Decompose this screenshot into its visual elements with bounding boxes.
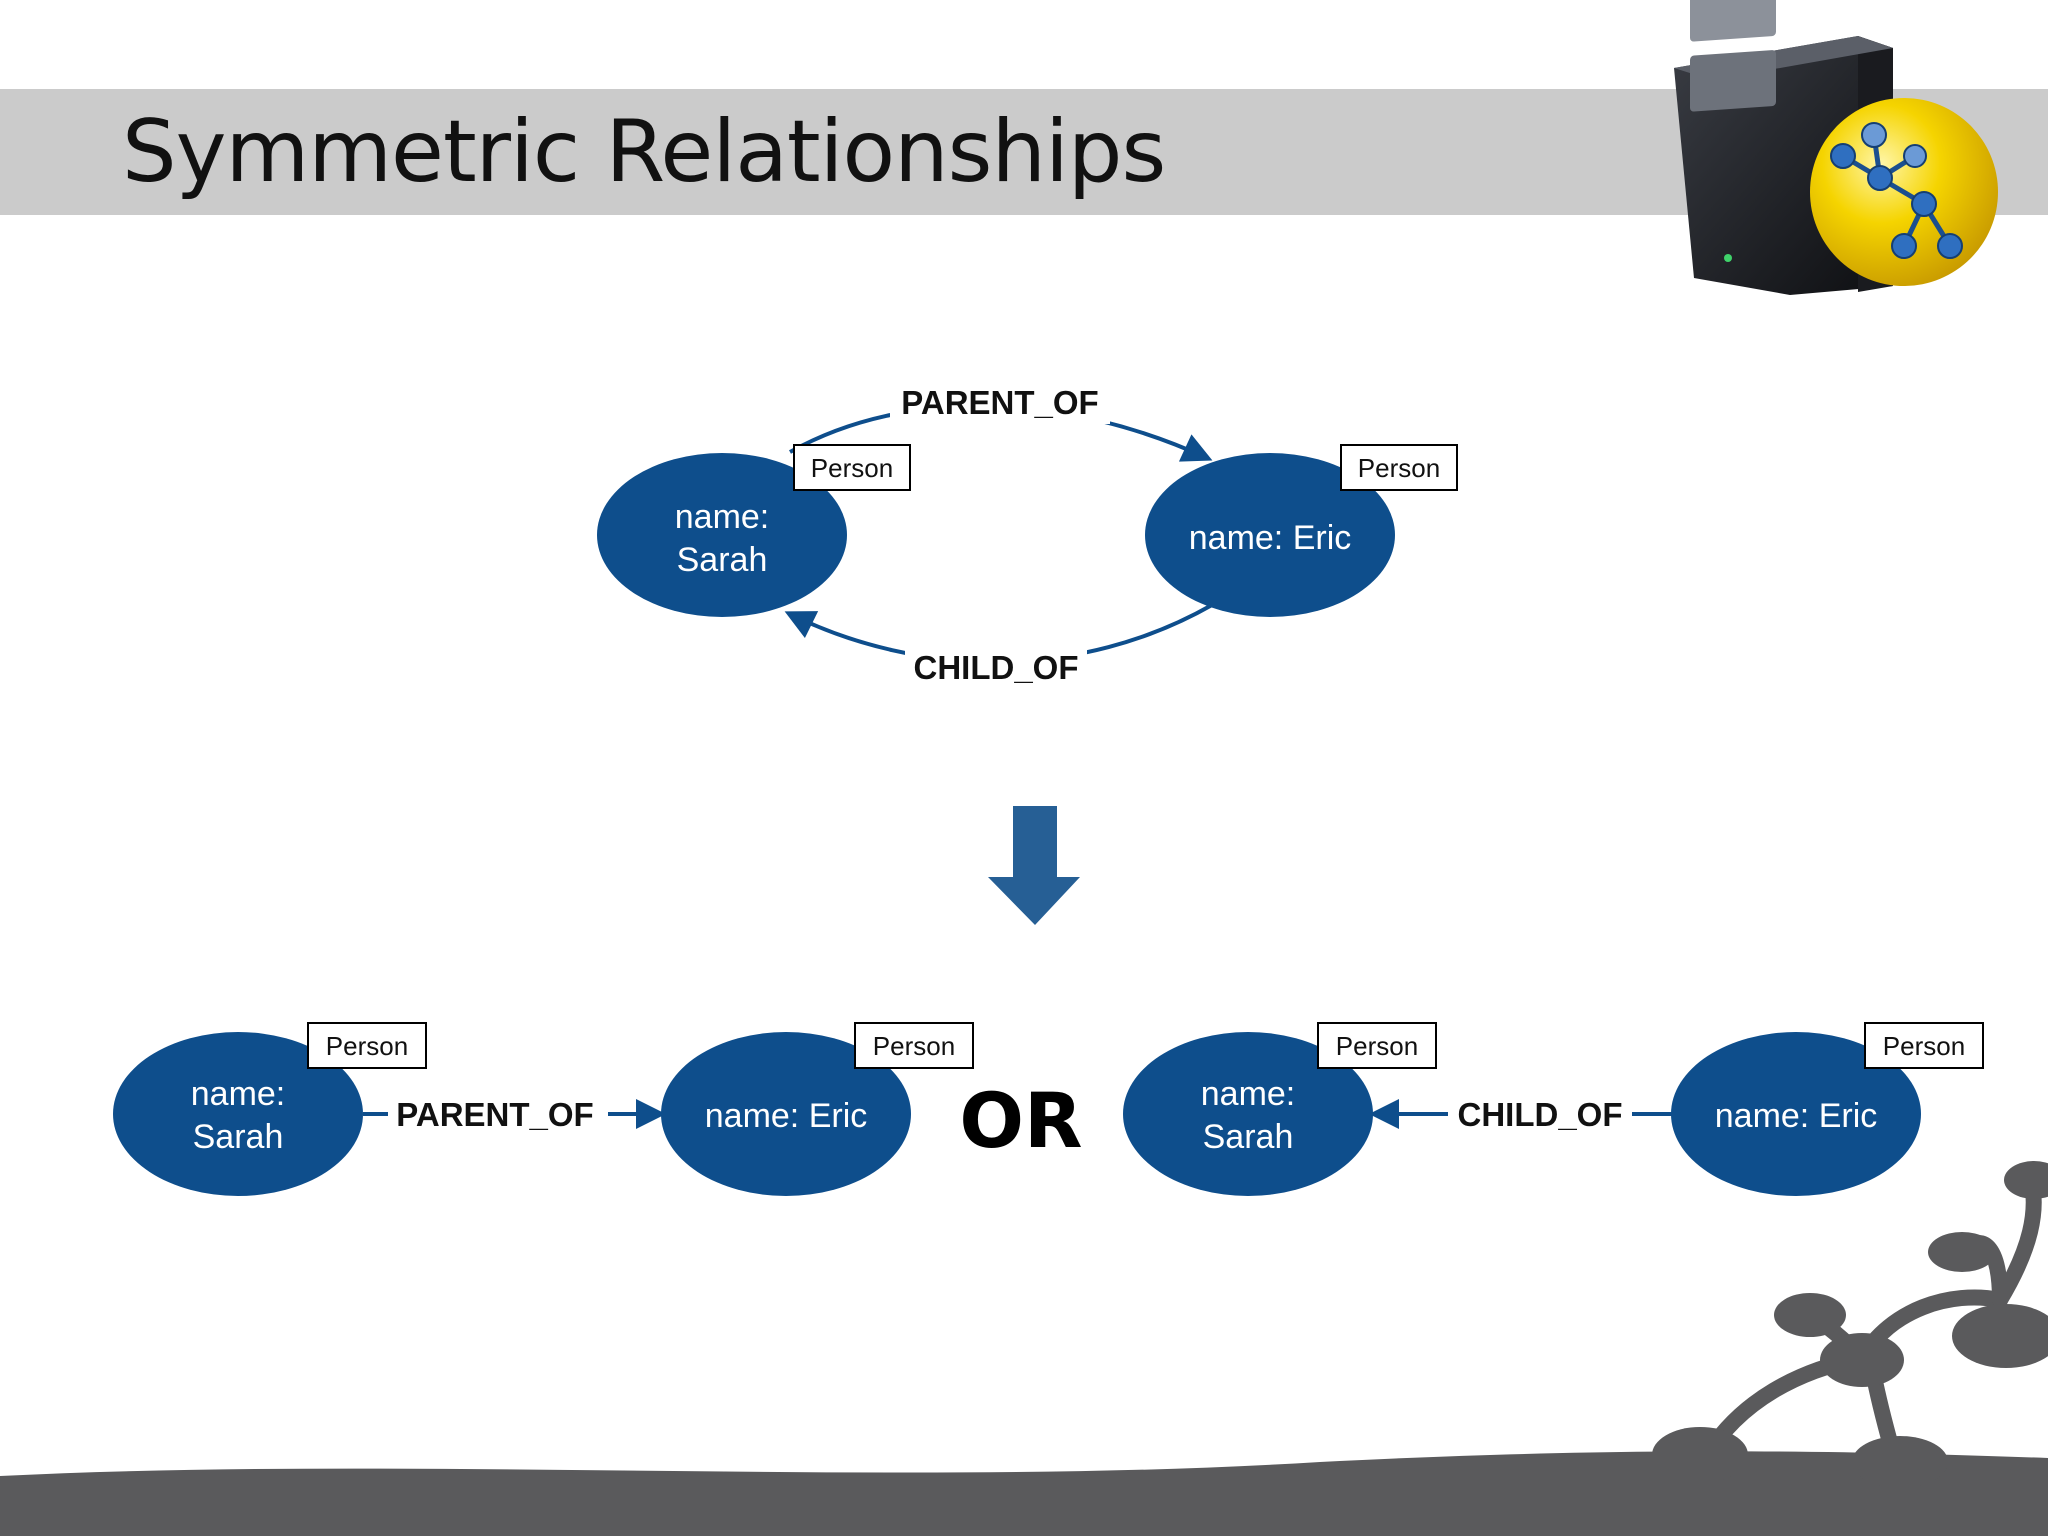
svg-text:CHILD_OF: CHILD_OF (1458, 1096, 1623, 1133)
node-name-line: Sarah (1203, 1118, 1294, 1156)
node-eric: name: Eric (1145, 453, 1395, 617)
node-label-box: Person (1864, 1022, 1984, 1069)
node-eric: name: Eric (661, 1032, 911, 1196)
branching-graph-decoration (0, 1161, 2048, 1536)
node-name-line: name: (675, 498, 770, 536)
node-label-text: Person (1358, 453, 1440, 483)
node-label-text: Person (326, 1031, 408, 1061)
top-diagram: name: Sarah Person name: Eric Person PAR… (597, 380, 1458, 689)
node-label-text: Person (1883, 1031, 1965, 1061)
node-name-line: name: Eric (1715, 1097, 1878, 1135)
node-sarah: name: Sarah (597, 453, 847, 617)
node-label-box: Person (1317, 1022, 1437, 1069)
bottom-left-diagram: name: Sarah Person PARENT_OF name: Eric … (113, 1022, 974, 1196)
or-separator: OR (959, 1076, 1082, 1165)
node-name-line: name: (1201, 1075, 1296, 1113)
node-label-box: Person (307, 1022, 427, 1069)
svg-text:PARENT_OF: PARENT_OF (901, 384, 1098, 421)
node-name-line: name: Eric (1189, 519, 1352, 557)
node-label-box: Person (1340, 444, 1458, 491)
down-arrow-icon (988, 806, 1080, 925)
node-name-line: name: Eric (705, 1097, 868, 1135)
node-eric: name: Eric (1671, 1032, 1921, 1196)
server-tower-with-graph-icon (1674, 0, 1998, 295)
node-label-text: Person (811, 453, 893, 483)
node-name-line: Sarah (193, 1118, 284, 1156)
svg-text:PARENT_OF: PARENT_OF (396, 1096, 593, 1133)
relationship-label: PARENT_OF (890, 380, 1110, 424)
bottom-right-diagram: name: Sarah Person CHILD_OF name: Eric P… (1123, 1022, 1984, 1196)
svg-text:CHILD_OF: CHILD_OF (914, 649, 1079, 686)
node-name-line: name: (191, 1075, 286, 1113)
relationship-label: CHILD_OF (1448, 1094, 1632, 1136)
node-name-line: Sarah (677, 541, 768, 579)
node-label-text: Person (873, 1031, 955, 1061)
relationship-label: CHILD_OF (905, 645, 1087, 689)
node-label-box: Person (854, 1022, 974, 1069)
relationship-label: PARENT_OF (388, 1094, 608, 1136)
node-sarah: name: Sarah (113, 1032, 363, 1196)
slide-title: Symmetric Relationships (122, 102, 1166, 202)
node-label-box: Person (793, 444, 911, 491)
node-label-text: Person (1336, 1031, 1418, 1061)
node-sarah: name: Sarah (1123, 1032, 1373, 1196)
